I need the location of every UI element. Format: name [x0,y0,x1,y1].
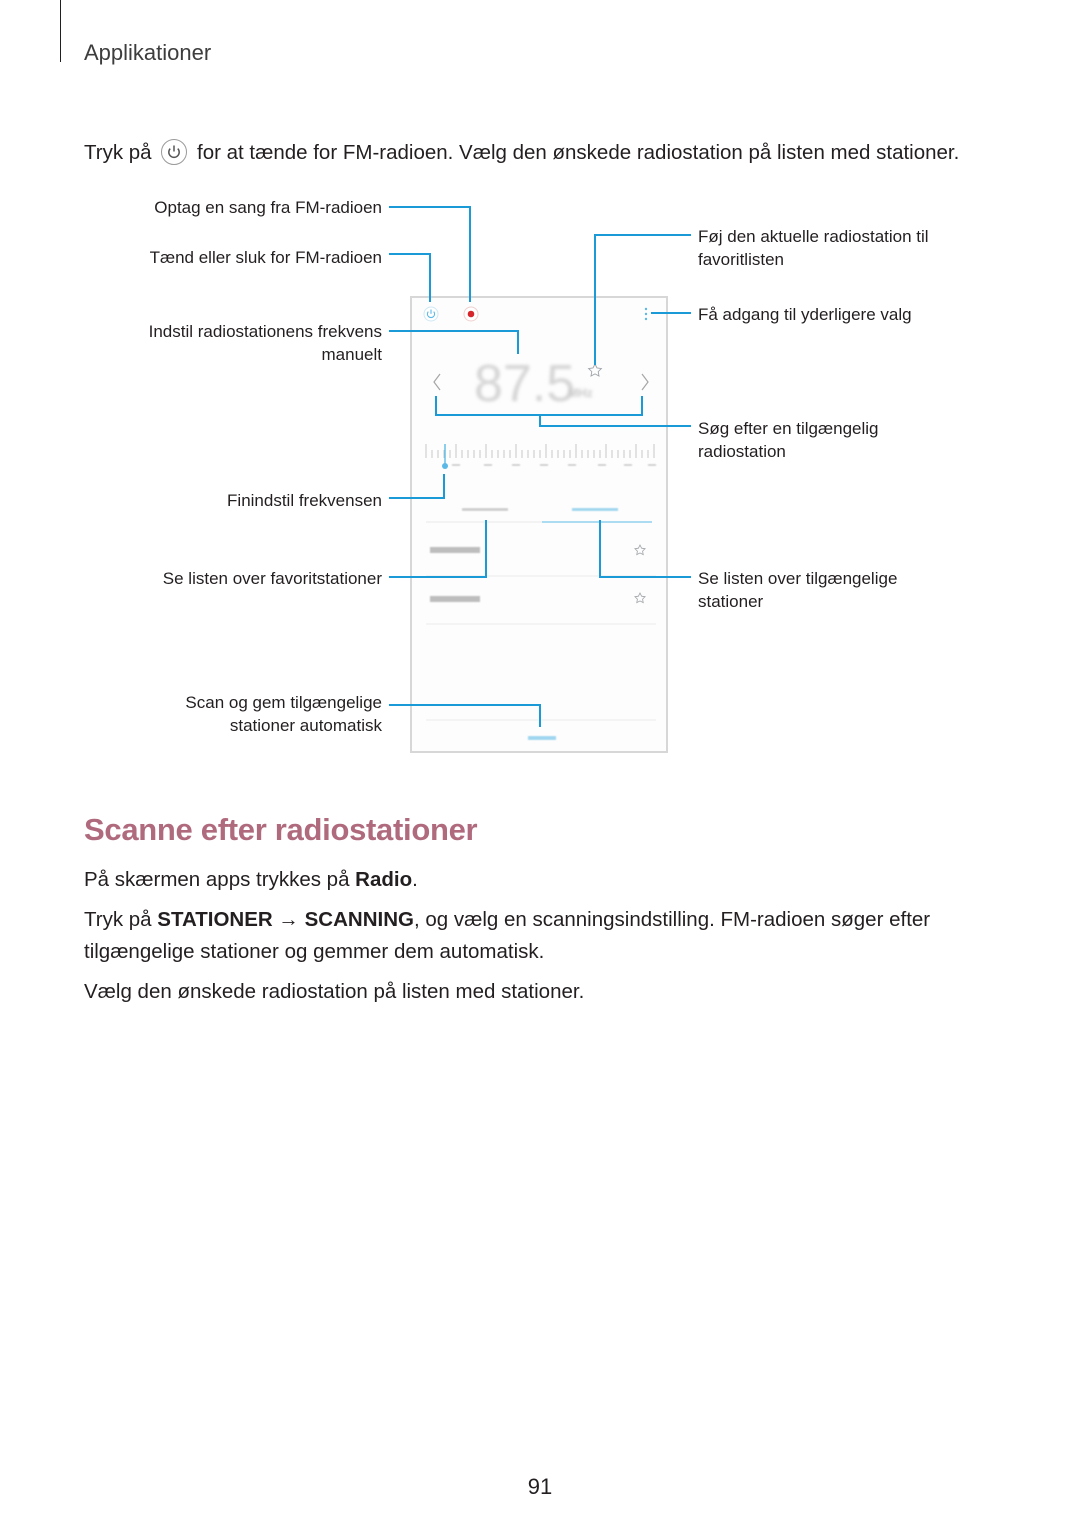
callout-search-line1: Søg efter en tilgængelig [698,419,879,438]
phone-tabs [462,508,618,511]
phone-scan-button [528,736,556,740]
callout-finetune: Finindstil frekvensen [227,491,382,510]
intro-paragraph: Tryk på for at tænde for FM-radioen. Væl… [84,138,1044,168]
phone-station-list [430,547,480,602]
intro-after: for at tænde for FM-radioen. Vælg den øn… [197,141,960,164]
callout-all-stations-line2: stationer [698,592,764,611]
p2-line2: tilgængelige stationer og gemmer dem aut… [84,940,545,963]
phone-unit: MHz [568,386,593,400]
phone-frequency: 87.5 [474,355,575,413]
callout-add-fav-line2: favoritlisten [698,250,784,269]
section-heading: Scanne efter radiostationer [84,812,478,847]
callout-manual-line2: manuelt [321,345,382,364]
radio-app-screenshot: 87.5 MHz [410,296,668,753]
callout-search-line2: radiostation [698,442,786,461]
callout-add-favourite: Føj den aktuelle radiostation til favori… [698,225,1028,271]
paragraph-scan: Tryk på STATIONER → SCANNING, og vælg en… [84,904,984,968]
p2-text-rest: , og vælg en scanningsindstilling. FM-ra… [413,908,931,931]
page-corner-mark [60,0,61,62]
callout-scan: Scan og gem tilgængelige stationer autom… [100,691,382,737]
callout-record: Optag en sang fra FM-radioen [154,198,382,217]
section-label: Applikationer [84,40,212,65]
callout-scan-line1: Scan og gem tilgængelige [185,693,382,712]
callout-scan-line2: stationer automatisk [229,716,382,735]
p2-bold-stationer: STATIONER [157,908,273,931]
radio-app-illustration: 87.5 MHz [423,306,656,740]
callout-favourites: Se listen over favoritstationer [162,569,382,588]
p1-text: På skærmen apps trykkes på [84,868,356,891]
phone-record-icon [463,306,479,322]
phone-star-icon [587,362,603,377]
callout-all-stations: Se listen over tilgængelige stationer [698,567,1028,613]
callout-add-fav-line1: Føj den aktuelle radiostation til [698,227,929,246]
callout-manual: Indstil radiostationens frekvens manuelt [100,320,382,366]
p2-arrow: → [272,908,305,931]
callout-search: Søg efter en tilgængelig radiostation [698,417,1028,463]
callout-more-options: Få adgang til yderligere valg [698,305,912,324]
paragraph-open-radio: På skærmen apps trykkes på Radio. [84,864,984,896]
power-icon [161,139,188,165]
p2-bold-scanning: SCANNING [304,908,414,931]
intro-before: Tryk på [84,141,152,164]
callout-power: Tænd eller sluk for FM-radioen [149,248,382,267]
p1-bold: Radio [355,868,413,891]
phone-power-icon [423,306,439,322]
phone-next-chevron [641,373,649,391]
phone-more-icon [644,307,648,321]
p2-text: Tryk på [84,908,158,931]
phone-prev-chevron [433,373,441,391]
callout-all-stations-line1: Se listen over tilgængelige [698,569,898,588]
phone-tuning-scale [425,444,655,458]
p1-end: . [412,868,418,891]
callout-manual-line1: Indstil radiostationens frekvens [148,322,382,341]
page-number: 91 [527,1474,553,1499]
paragraph-select-station: Vælg den ønskede radiostation på listen … [84,980,585,1003]
